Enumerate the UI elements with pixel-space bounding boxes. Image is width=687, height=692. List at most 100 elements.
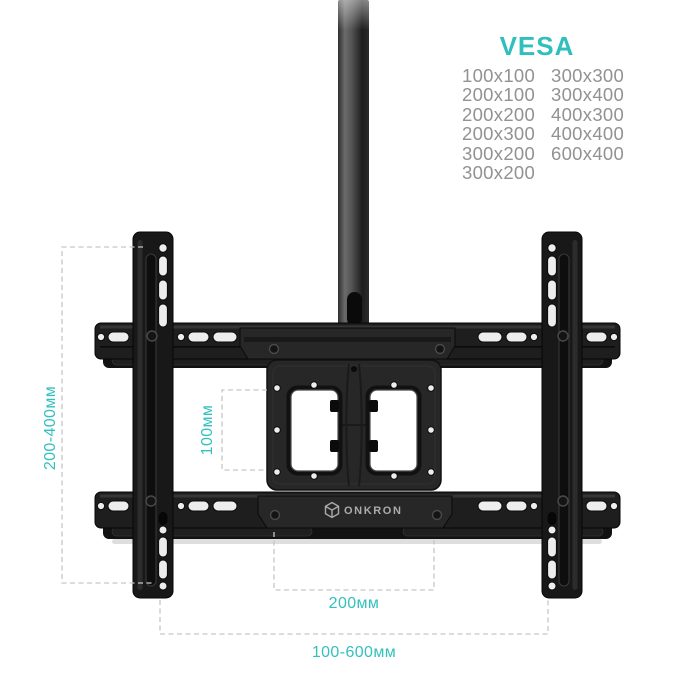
bracket-channel [145,253,157,587]
screw [557,330,569,342]
vesa-size: 600x400 [551,142,625,164]
pole-adjust-slot [347,292,362,326]
bracket-edge-highlight [137,240,143,590]
hole [187,500,210,512]
bracket-holes [547,243,557,591]
hole [427,426,435,434]
drop-shadow [112,539,602,544]
hole [547,279,557,301]
dimension-annotations: 200-400мм 100мм 200мм 100-600мм [42,246,549,661]
vesa-size: 200x300 [462,123,536,145]
hole [212,500,238,512]
window-clips [330,400,378,452]
hole [505,500,528,512]
hole [529,501,539,511]
hole [158,279,168,301]
hole [585,331,608,343]
brand-logo-text: ONKRON [344,505,403,517]
dimension-line [159,600,549,635]
vesa-col-2: 300x300 300x400 400x300 400x400 600x400 [551,66,631,182]
hole [390,381,398,389]
clip [369,440,378,452]
brand-logo: ONKRON [324,501,403,519]
dark-slot [547,512,557,525]
tilt-plate-bottom [257,495,453,529]
hole [310,472,318,480]
bracket-edge-highlight [572,240,578,590]
hole [609,501,619,511]
hole [176,332,186,342]
hole [158,559,168,580]
rail-highlight [100,325,615,329]
tilt-plate-top [239,327,456,360]
bottom-crossbar: ONKRON [94,491,621,544]
vesa-title: VESA [499,31,575,61]
vesa-panel: VESA 100x100 200x100 200x200 200x300 300… [0,0,687,210]
hole [547,243,557,253]
hole [547,255,557,277]
screw [557,495,569,507]
hole [158,525,168,535]
hole [547,303,557,328]
dimension-horizontal-range: 100-600мм [159,600,549,661]
hole [212,331,238,343]
dimension-label-vertical-range: 200-400мм [42,386,59,470]
plate-emboss-ridge [342,363,366,487]
dimension-line [273,532,435,591]
hole [273,384,281,392]
dimension-label-vesa-vertical: 100мм [199,405,216,456]
screw [146,330,158,342]
vesa-size: 400x300 [551,103,625,125]
hole [107,331,130,343]
hole [609,332,619,342]
ceiling-pole [336,0,371,330]
hole [158,581,168,591]
plate-top-hole [351,366,357,372]
hole [158,536,168,558]
right-bracket [541,231,583,599]
hole [547,536,557,558]
mounting-holes-top [96,331,619,343]
clip [330,400,339,412]
vesa-col-1: 100x100 200x100 200x200 200x300 300x200 … [462,65,551,184]
hole [505,331,528,343]
onkron-cube-icon [324,501,340,519]
dimension-line [221,389,267,471]
pole-top-fade [336,0,371,30]
vesa-size: 300x200 [462,162,536,184]
dimension-vertical-range: 200-400мм [42,246,152,584]
clip [369,400,378,412]
screw [269,509,281,521]
plate-window-left [290,389,339,472]
clip [330,440,339,452]
screw [431,509,443,521]
dimension-label-horizontal-range: 100-600мм [312,644,396,661]
hole [390,472,398,480]
left-bracket [132,231,174,599]
dimension-vesa-horizontal: 200мм [273,532,435,612]
screw [434,343,446,355]
bracket-holes [158,243,168,591]
hole [176,501,186,511]
vesa-size: 200x100 [462,84,536,106]
vesa-size-grid: 100x100 200x100 200x200 200x300 300x200 … [462,65,631,184]
hole [310,381,318,389]
hole [96,501,106,511]
vesa-size: 400x400 [551,123,625,145]
vesa-plate [266,359,442,491]
vesa-size: 300x200 [462,142,536,164]
hole [585,500,608,512]
hole [273,426,281,434]
vesa-size: 100x100 [462,65,536,86]
bracket-channel [558,253,570,587]
dimension-line [61,246,152,584]
hole [529,332,539,342]
hole [477,331,503,343]
hole [96,332,106,342]
pole-tube [338,0,369,330]
screw [268,343,280,355]
hole [158,303,168,328]
vesa-size: 300x300 [551,65,625,86]
